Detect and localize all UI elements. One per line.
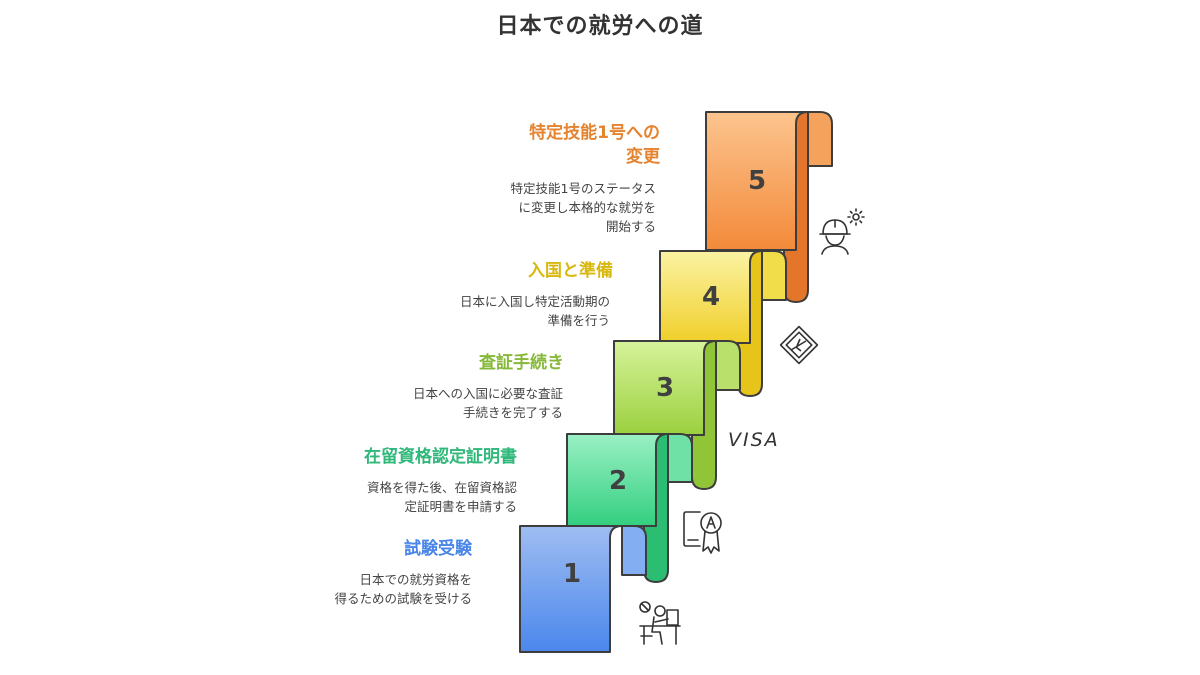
step-4-block [659,250,787,397]
step-5-desc-line-2: に変更し本格的な就労を [518,200,656,215]
step-5-block [705,111,833,303]
step-2-description: 資格を得た後、在留資格認 定証明書を申請する [367,478,517,516]
step-1-description: 日本での就労資格を 得るための試験を受ける [334,570,472,608]
exam-desk-icon [639,601,681,645]
step-1-heading: 試験受験 [404,539,472,559]
step-1-number: 1 [563,559,581,589]
step-2-heading: 在留資格認定証明書 [364,447,517,467]
step-5-heading: 特定技能1号への 変更 [529,121,660,169]
visa-text-icon: VISA [728,429,780,451]
step-4-desc-line-2: 準備を行う [547,313,610,328]
certificate-award-icon [683,511,722,554]
step-5-heading-line-2: 変更 [626,147,660,167]
step-2-desc-line-2: 定証明書を申請する [404,499,517,514]
step-2-number: 2 [609,466,627,496]
step-3-desc-line-2: 手続きを完了する [462,405,563,420]
step-1-desc-line-1: 日本での就労資格を [359,572,472,587]
page-title: 日本での就労への道 [496,14,704,39]
step-4-number: 4 [702,282,720,312]
step-2-block [566,433,693,583]
step-5-desc-line-3: 開始する [605,219,656,234]
step-5-number: 5 [748,166,766,196]
step-5-desc-line-1: 特定技能1号のステータス [510,181,656,196]
step-3-heading: 査証手続き [479,353,564,373]
airplane-sign-icon [779,325,819,365]
step-2-desc-line-1: 資格を得た後、在留資格認 [366,480,517,495]
step-5-description: 特定技能1号のステータス に変更し本格的な就労を 開始する [511,179,656,236]
worker-gear-icon [819,208,865,255]
step-3-block [613,340,741,490]
step-4-heading: 入国と準備 [528,261,613,281]
step-4-description: 日本に入国し特定活動期の 準備を行う [460,292,610,330]
step-4-desc-line-1: 日本に入国し特定活動期の [459,294,610,309]
step-3-desc-line-1: 日本への入国に必要な査証 [412,386,563,401]
step-5-heading-line-1: 特定技能1号への [529,123,660,143]
step-3-number: 3 [656,373,674,403]
step-3-description: 日本への入国に必要な査証 手続きを完了する [413,384,563,422]
step-1-desc-line-2: 得るための試験を受ける [334,591,472,606]
step-1-block [519,525,647,653]
